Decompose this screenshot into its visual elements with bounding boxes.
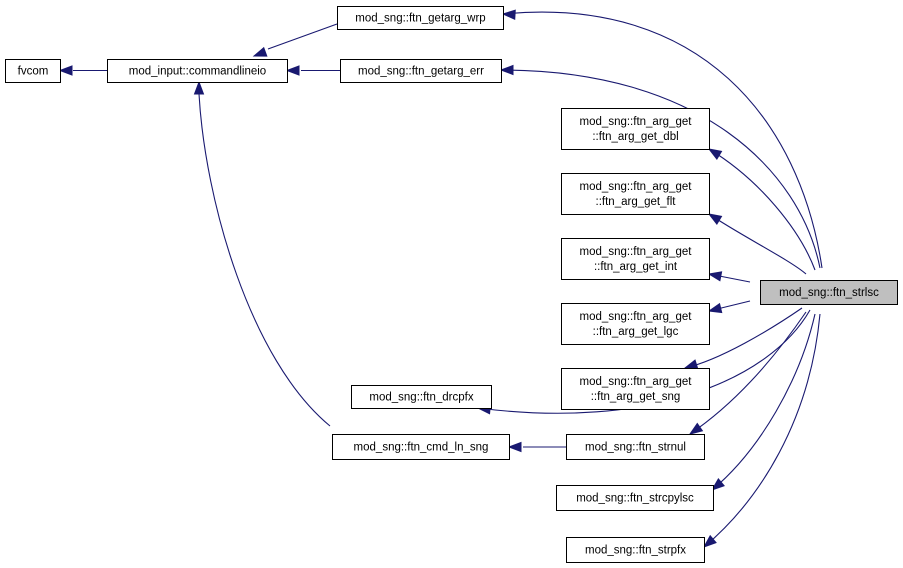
node-label: mod_sng::ftn_drcpfx	[369, 392, 473, 404]
node-arg_get_sng[interactable]: mod_sng::ftn_arg_get::ftn_arg_get_sng	[561, 368, 710, 410]
node-box	[760, 280, 898, 305]
edge-strnul-to-cmd_ln_sng	[507, 441, 566, 453]
node-drcpfx[interactable]: mod_sng::ftn_drcpfx	[351, 385, 492, 409]
edge-getarg_err-to-commandlineio	[285, 65, 340, 76]
node-label: ::ftn_arg_get_sng	[591, 391, 681, 403]
edge-getarg_wrp-to-commandlineio	[252, 23, 338, 57]
node-label: mod_sng::ftn_arg_get	[580, 311, 693, 323]
edge-strlsc-to-strcpylsc	[710, 313, 816, 491]
node-box	[566, 537, 705, 563]
node-strcpylsc[interactable]: mod_sng::ftn_strcpylsc	[556, 485, 714, 511]
edge-line	[500, 69, 821, 269]
node-label: mod_sng::ftn_strcpylsc	[576, 493, 694, 505]
node-arg_get_int[interactable]: mod_sng::ftn_arg_get::ftn_arg_get_int	[561, 238, 710, 280]
arrowhead-icon	[285, 65, 300, 76]
node-cmd_ln_sng[interactable]: mod_sng::ftn_cmd_ln_sng	[332, 434, 510, 460]
edge-strlsc-to-arg_get_dbl	[707, 148, 816, 271]
arrowhead-icon	[252, 46, 268, 57]
arrowhead-icon	[507, 441, 522, 453]
node-label: mod_sng::ftn_arg_get	[580, 116, 693, 128]
node-fvcom[interactable]: fvcom	[5, 59, 61, 83]
arrowhead-icon	[193, 80, 205, 95]
edge-line	[711, 313, 816, 491]
node-arg_get_flt[interactable]: mod_sng::ftn_arg_get::ftn_arg_get_flt	[561, 173, 710, 215]
edge-strlsc-to-getarg_wrp	[501, 9, 823, 269]
edge-line	[708, 213, 807, 275]
node-box	[332, 434, 510, 460]
node-box	[5, 59, 61, 83]
node-label: mod_sng::ftn_arg_get	[580, 246, 693, 258]
node-arg_get_lgc[interactable]: mod_sng::ftn_arg_get::ftn_arg_get_lgc	[561, 303, 710, 345]
arrowhead-icon	[688, 422, 704, 435]
node-label: mod_sng::ftn_strpfx	[585, 545, 686, 557]
node-label: mod_sng::ftn_arg_get	[580, 376, 693, 388]
arrowhead-icon	[702, 534, 717, 548]
arrowhead-icon	[707, 302, 723, 314]
node-label: ::ftn_arg_get_flt	[596, 196, 677, 208]
arrowhead-icon	[501, 9, 516, 20]
edge-line	[198, 93, 331, 427]
arrowhead-icon	[499, 64, 514, 76]
edge-strlsc-to-getarg_err	[499, 64, 821, 269]
node-label: mod_sng::ftn_cmd_ln_sng	[354, 442, 489, 454]
node-label: mod_sng::ftn_arg_get	[580, 181, 693, 193]
node-strnul[interactable]: mod_sng::ftn_strnul	[566, 434, 705, 460]
arrowhead-icon	[683, 359, 699, 370]
node-box	[561, 238, 710, 280]
edge-line	[708, 148, 816, 271]
node-label: mod_sng::ftn_getarg_wrp	[355, 13, 485, 25]
node-box	[561, 173, 710, 215]
edge-line	[502, 11, 823, 269]
node-label: mod_sng::ftn_strlsc	[779, 287, 879, 299]
node-box	[566, 434, 705, 460]
node-box	[561, 368, 710, 410]
node-getarg_wrp[interactable]: mod_sng::ftn_getarg_wrp	[337, 6, 504, 30]
edge-commandlineio-to-fvcom	[58, 65, 107, 76]
edge-cmd_ln_sng-to-commandlineio	[193, 80, 331, 427]
arrowhead-icon	[707, 213, 723, 225]
node-label: ::ftn_arg_get_int	[594, 261, 678, 273]
node-strlsc[interactable]: mod_sng::ftn_strlsc	[760, 280, 898, 305]
node-strpfx[interactable]: mod_sng::ftn_strpfx	[566, 537, 705, 563]
node-label: mod_sng::ftn_getarg_err	[358, 66, 484, 78]
edge-strlsc-to-strnul	[688, 311, 807, 435]
edge-strlsc-to-arg_get_flt	[707, 213, 807, 275]
edge-strlsc-to-strpfx	[702, 313, 821, 548]
node-box	[340, 59, 502, 83]
node-commandlineio[interactable]: mod_input::commandlineio	[107, 59, 288, 83]
arrowhead-icon	[707, 271, 723, 282]
edge-line	[703, 313, 821, 548]
edge-line	[267, 23, 338, 50]
node-arg_get_dbl[interactable]: mod_sng::ftn_arg_get::ftn_arg_get_dbl	[561, 108, 710, 150]
node-box	[107, 59, 288, 83]
node-label: mod_sng::ftn_strnul	[585, 442, 686, 454]
arrowhead-icon	[710, 477, 725, 491]
node-label: fvcom	[18, 66, 49, 78]
arrowhead-icon	[58, 65, 73, 76]
edge-line	[689, 311, 807, 435]
node-box	[556, 485, 714, 511]
node-label: ::ftn_arg_get_lgc	[593, 326, 679, 338]
node-box	[351, 385, 492, 409]
node-box	[561, 303, 710, 345]
edge-strlsc-to-arg_get_int	[707, 271, 751, 283]
node-box	[561, 108, 710, 150]
node-label: ::ftn_arg_get_dbl	[592, 131, 678, 143]
edge-line	[684, 307, 803, 369]
node-box	[337, 6, 504, 30]
node-label: mod_input::commandlineio	[129, 66, 266, 78]
arrowhead-icon	[707, 148, 723, 160]
edge-strlsc-to-arg_get_lgc	[707, 300, 751, 314]
node-getarg_err[interactable]: mod_sng::ftn_getarg_err	[340, 59, 502, 83]
